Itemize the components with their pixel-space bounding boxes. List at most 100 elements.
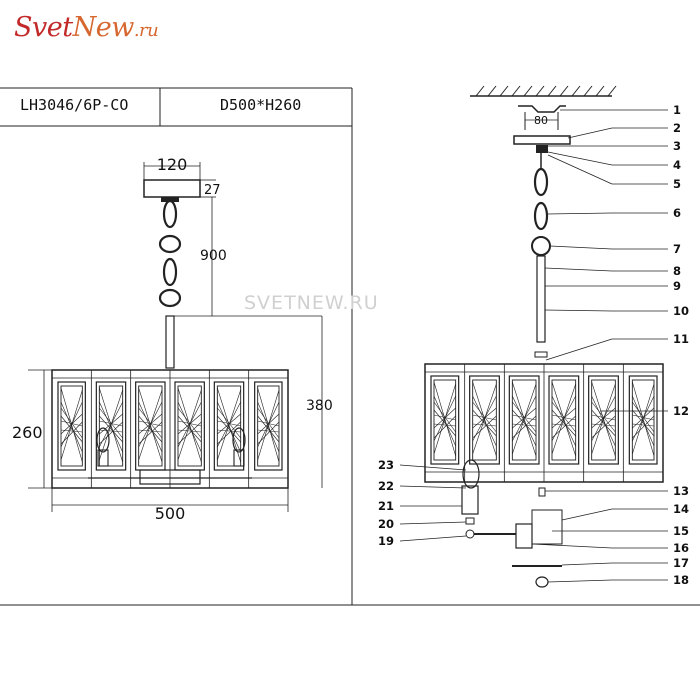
hatch-line [499,85,509,97]
leader-line [531,543,613,549]
dim-width: 500 [155,504,186,523]
crystal-panel [548,375,580,465]
crystal-panel-inner [551,379,577,461]
crystal-facet [138,407,163,439]
crystal-facet [217,401,241,453]
crystal-facet [512,415,537,439]
crystal-facet [632,395,655,447]
leader-line [399,521,467,525]
crystal-facet [591,395,616,442]
leader-line [547,154,613,185]
hatch-line [607,85,617,97]
socket-nut [465,517,475,525]
crystal-facet [99,401,123,448]
crystal-facet [512,401,537,433]
crystal-facet [632,409,655,437]
callout-label: 6 [673,206,681,220]
crystal-facet [138,421,163,445]
sheet-frame [0,87,700,606]
hatch-line [571,85,581,97]
crystal-facet [60,407,83,439]
callout-label: 22 [378,479,394,493]
callout-label: 12 [673,404,689,418]
callout-label: 21 [378,499,394,513]
leader-line [561,508,613,521]
candle-socket [97,449,109,467]
crystal-facet [177,429,202,433]
crystal-facet [632,401,655,433]
callout-label: 20 [378,517,394,531]
crystal-facet [433,409,456,437]
crystal-facet [512,414,537,421]
chain-link [158,288,182,308]
callout-label: 23 [378,458,394,472]
chain-link [533,201,549,231]
crystal-facet [551,423,576,427]
crystal-facet [632,395,655,442]
front-view: 120 27 900 380 260 500 [12,155,333,523]
crystal-panel [588,375,619,465]
model-number: LH3046/6P-CO [20,96,129,114]
crystal-facet [257,429,280,433]
lamp-socket [461,485,479,515]
bottom-hub [139,469,201,485]
callout-label: 7 [673,242,681,256]
crystal-panel-inner [98,385,124,467]
arm-bracket [531,509,563,545]
crystal-facet [177,413,202,435]
leader-line [547,579,613,583]
crystal-facet [433,395,456,447]
callout-label: 18 [673,573,689,587]
dim-canopy-width: 120 [157,155,188,174]
crystal-facet [177,421,202,445]
leader-line [544,267,613,272]
canopy-hook [161,197,179,202]
crystal-facet [138,413,163,435]
frame-screw [538,487,546,497]
crystal-facet [257,407,280,439]
crystal-facet [512,423,537,427]
canopy-cap [536,145,548,153]
crystal-facet [512,409,537,437]
crystal-facet [217,401,241,448]
crystal-facet [217,429,241,433]
leader-line [561,562,613,566]
callout-label: 3 [673,139,681,153]
crystal-facet [551,415,576,439]
crystal-facet [472,395,497,447]
hatch-line [523,85,533,97]
crystal-panel [254,381,283,471]
leader-line [544,309,613,312]
chain-exploded [533,153,549,231]
size-label: D500*H260 [220,96,302,114]
callout-label: 14 [673,502,689,516]
crystal-facet [99,415,123,443]
crystal-facet [591,414,616,421]
crystal-facet [60,415,83,443]
brand-logo: SvetNew.ru [14,12,159,43]
crystal-facet [60,401,83,448]
crystal-facet [217,415,241,443]
crystal-facet [138,401,163,448]
crystal-panel [628,375,658,465]
crystal-facet [632,423,655,427]
dim-chain: 900 [200,248,227,264]
crystal-facet [551,414,576,421]
crystal-facet [512,407,537,429]
crystal-panel-inner [511,379,537,461]
leader-line [546,212,613,215]
candle-bulb [232,427,246,453]
hatch-line [547,85,557,97]
crystal-panel [430,375,460,465]
crystal-facet [591,415,616,439]
crystal-facet [99,407,123,439]
crystal-facet [257,401,280,448]
finial [535,576,549,588]
crystal-facet [591,395,616,447]
callout-label: 4 [673,158,681,172]
hatch-line [535,85,545,97]
crystal-facet [632,415,655,439]
crystal-facet [60,421,83,445]
crystal-facet [60,401,83,453]
crystal-facet [551,401,576,433]
